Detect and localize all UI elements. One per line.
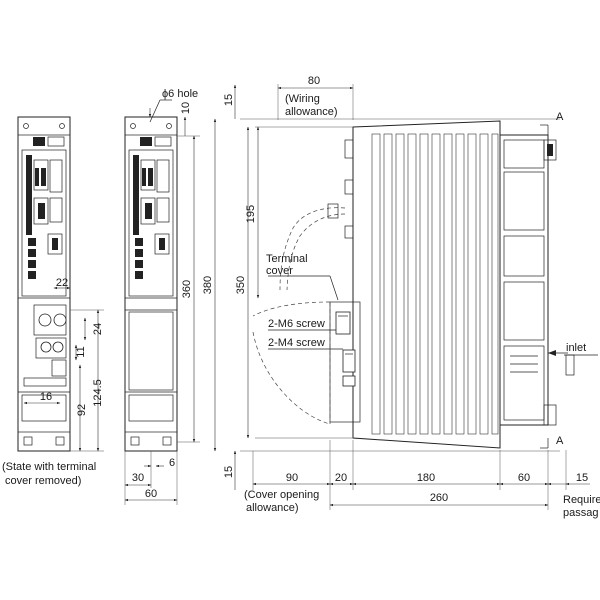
front-view (124, 116, 178, 452)
terminal-cover-line2: cover (266, 265, 293, 277)
section-a-top: A (556, 111, 564, 123)
m4-screw-label: 2-M4 screw (268, 337, 325, 349)
dim-6: 6 (169, 457, 175, 469)
wiring-allowance-line1: (Wiring (285, 93, 320, 105)
dim-15-top: 15 (223, 94, 235, 106)
dim-22: 22 (56, 277, 68, 289)
dimension-labels: 15 80 (Wiring allowance) ϕ6 hole 10 A A … (2, 75, 600, 519)
dim-15-side: 15 (223, 466, 235, 478)
dim-60-front: 60 (145, 488, 157, 500)
dim-10: 10 (180, 102, 192, 114)
required-passage-line1: Require (563, 494, 600, 506)
dim-360: 360 (181, 280, 193, 298)
cover-opening-line2: allowance) (246, 502, 299, 514)
dim-180: 180 (417, 472, 435, 484)
dimension-lines (23, 84, 598, 510)
dim-15-right: 15 (576, 472, 588, 484)
dim-380: 380 (202, 276, 214, 294)
state-note-line2: cover removed) (5, 475, 81, 487)
dim-124-5: 124.5 (92, 379, 104, 407)
side-view (252, 120, 575, 449)
hole-label: ϕ6 hole (162, 88, 198, 100)
dim-60-side: 60 (518, 472, 530, 484)
terminal-cover-line1: Terminal (266, 253, 308, 265)
heatsink-fins (371, 133, 499, 435)
dim-24: 24 (92, 323, 104, 335)
dim-16: 16 (40, 391, 52, 403)
dim-260: 260 (430, 492, 448, 504)
section-a-bottom: A (556, 435, 564, 447)
dim-20: 20 (335, 472, 347, 484)
required-passage-line2: passag (563, 507, 598, 519)
cover-opening-line1: (Cover opening (244, 489, 319, 501)
dim-350: 350 (235, 276, 247, 294)
dim-30: 30 (132, 472, 144, 484)
front-view-cover-removed (17, 116, 71, 452)
inlet-label: inlet (566, 342, 586, 354)
dim-11: 11 (75, 346, 87, 357)
m6-screw-label: 2-M6 screw (268, 318, 325, 330)
dim-80: 80 (308, 75, 320, 87)
dim-92: 92 (76, 404, 88, 416)
dim-90: 90 (286, 472, 298, 484)
dim-195: 195 (245, 205, 257, 223)
state-note-line1: (State with terminal (2, 461, 96, 473)
wiring-allowance-line2: allowance) (285, 106, 338, 118)
